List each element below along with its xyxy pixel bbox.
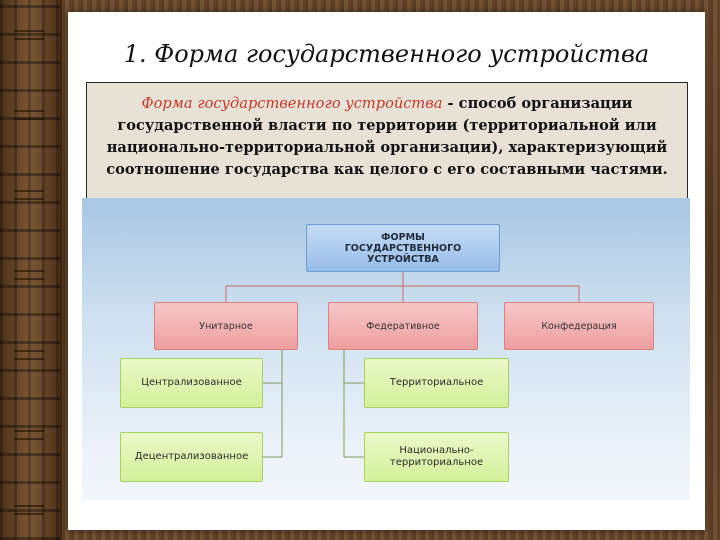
decentralized-node-label: Децентрализованное bbox=[134, 451, 249, 462]
sub-connectors bbox=[263, 350, 364, 458]
confederation-node-label: Конфедерация bbox=[541, 320, 617, 332]
root-node: ФОРМЫ ГОСУДАРСТВЕННОГО УСТРОЙСТВА bbox=[306, 224, 500, 272]
top-connectors bbox=[225, 272, 580, 302]
national-territorial-node: Национально- территориальное bbox=[364, 432, 509, 482]
definition-text: - способ организации государственной вла… bbox=[106, 95, 668, 178]
territorial-node-label: Территориальное bbox=[389, 377, 484, 388]
federal-node: Федеративное bbox=[328, 302, 478, 350]
slide-title: 1. Форма государственного устройства bbox=[123, 40, 650, 68]
confederation-node: Конфедерация bbox=[504, 302, 654, 350]
territorial-node: Территориальное bbox=[364, 358, 509, 408]
decentralized-node: Децентрализованное bbox=[120, 432, 263, 482]
unitary-node-label: Унитарное bbox=[199, 320, 253, 332]
connector-lines bbox=[225, 272, 580, 458]
decorative-left-border bbox=[0, 0, 62, 540]
federal-node-label: Федеративное bbox=[366, 320, 440, 332]
root-node-label: ФОРМЫ ГОСУДАРСТВЕННОГО УСТРОЙСТВА bbox=[344, 231, 462, 265]
unitary-node: Унитарное bbox=[154, 302, 298, 350]
national-territorial-node-label: Национально- территориальное bbox=[389, 445, 484, 468]
centralized-node-label: Централизованное bbox=[141, 377, 242, 388]
centralized-node: Централизованное bbox=[120, 358, 263, 408]
definition-box: Форма государственного устройства - спос… bbox=[86, 82, 688, 202]
org-chart: ФОРМЫ ГОСУДАРСТВЕННОГО УСТРОЙСТВА Унитар… bbox=[82, 198, 690, 500]
definition-term: Форма государственного устройства bbox=[141, 95, 443, 112]
slide: 1. Форма государственного устройства Фор… bbox=[68, 12, 705, 530]
